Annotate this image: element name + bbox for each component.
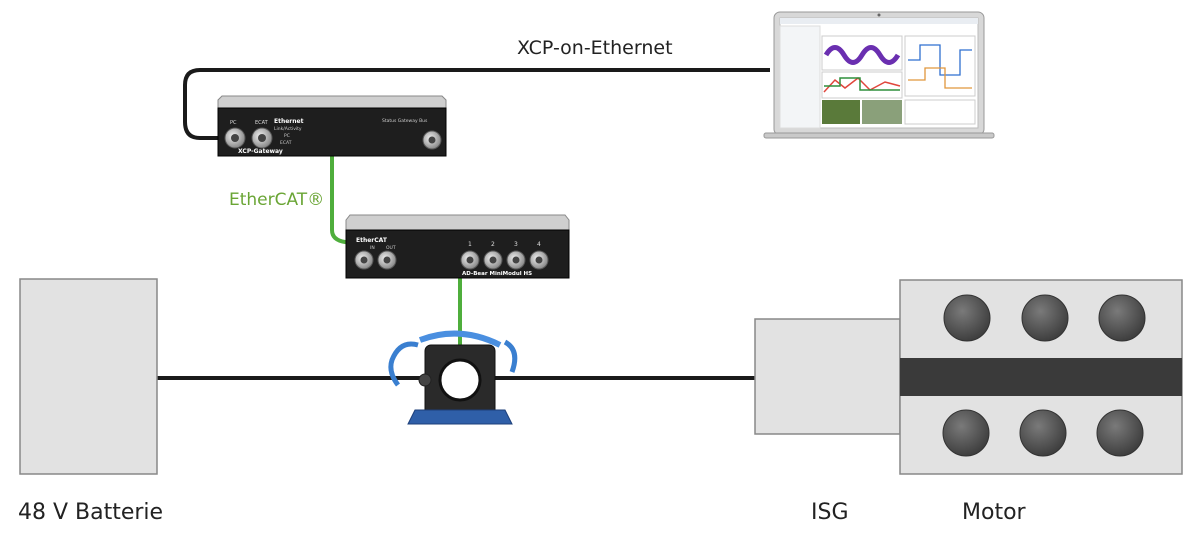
isg-label: ISG xyxy=(811,500,849,525)
motor-block xyxy=(899,279,1183,475)
module-in: IN xyxy=(370,245,375,251)
cylinder xyxy=(942,409,990,457)
current-sensor-icon xyxy=(388,330,518,425)
module-brand: AD-Bear MiniModul HS xyxy=(462,271,532,277)
isg-block xyxy=(754,318,901,435)
channel-label: 3 xyxy=(514,241,518,248)
gateway-port-pc: PC xyxy=(230,120,237,126)
protocol-label: XCP-on-Ethernet xyxy=(517,37,673,59)
module-out: OUT xyxy=(386,245,396,251)
gateway-brand: XCP-Gateway xyxy=(238,148,283,155)
gateway-status-ecat: ECAT xyxy=(280,140,292,146)
gateway-status-title: Link/Activity xyxy=(274,126,302,132)
channel-label: 4 xyxy=(537,241,541,248)
channel-label: 2 xyxy=(491,241,495,248)
cylinder xyxy=(1019,409,1067,457)
module-title: EtherCAT xyxy=(356,237,388,244)
cylinder xyxy=(1098,294,1146,342)
channel-label: 1 xyxy=(468,241,472,248)
gateway-status-right: Status Gateway Bus xyxy=(382,118,428,124)
battery-label: 48 V Batterie xyxy=(18,500,164,525)
gateway-title: Ethernet xyxy=(274,118,304,125)
gateway-port-ecat: ECAT xyxy=(255,120,269,126)
xcp-ethernet-cable xyxy=(183,68,770,140)
laptop-icon xyxy=(763,11,995,139)
cylinder xyxy=(1096,409,1144,457)
motor-label: Motor xyxy=(962,500,1026,525)
xcp-gateway-device: PC ECAT Ethernet Link/Activity PC ECAT S… xyxy=(217,95,447,157)
cylinder xyxy=(1021,294,1069,342)
gateway-status-pc: PC xyxy=(284,133,290,139)
fieldbus-label: EtherCAT® xyxy=(229,190,325,210)
minimodul-device: EtherCAT IN OUT 1 2 3 4 AD-Bear MiniModu… xyxy=(345,214,570,279)
cylinder xyxy=(943,294,991,342)
battery-block xyxy=(19,278,158,475)
motor-shaft xyxy=(900,358,1182,396)
ethercat-cable xyxy=(330,155,361,246)
